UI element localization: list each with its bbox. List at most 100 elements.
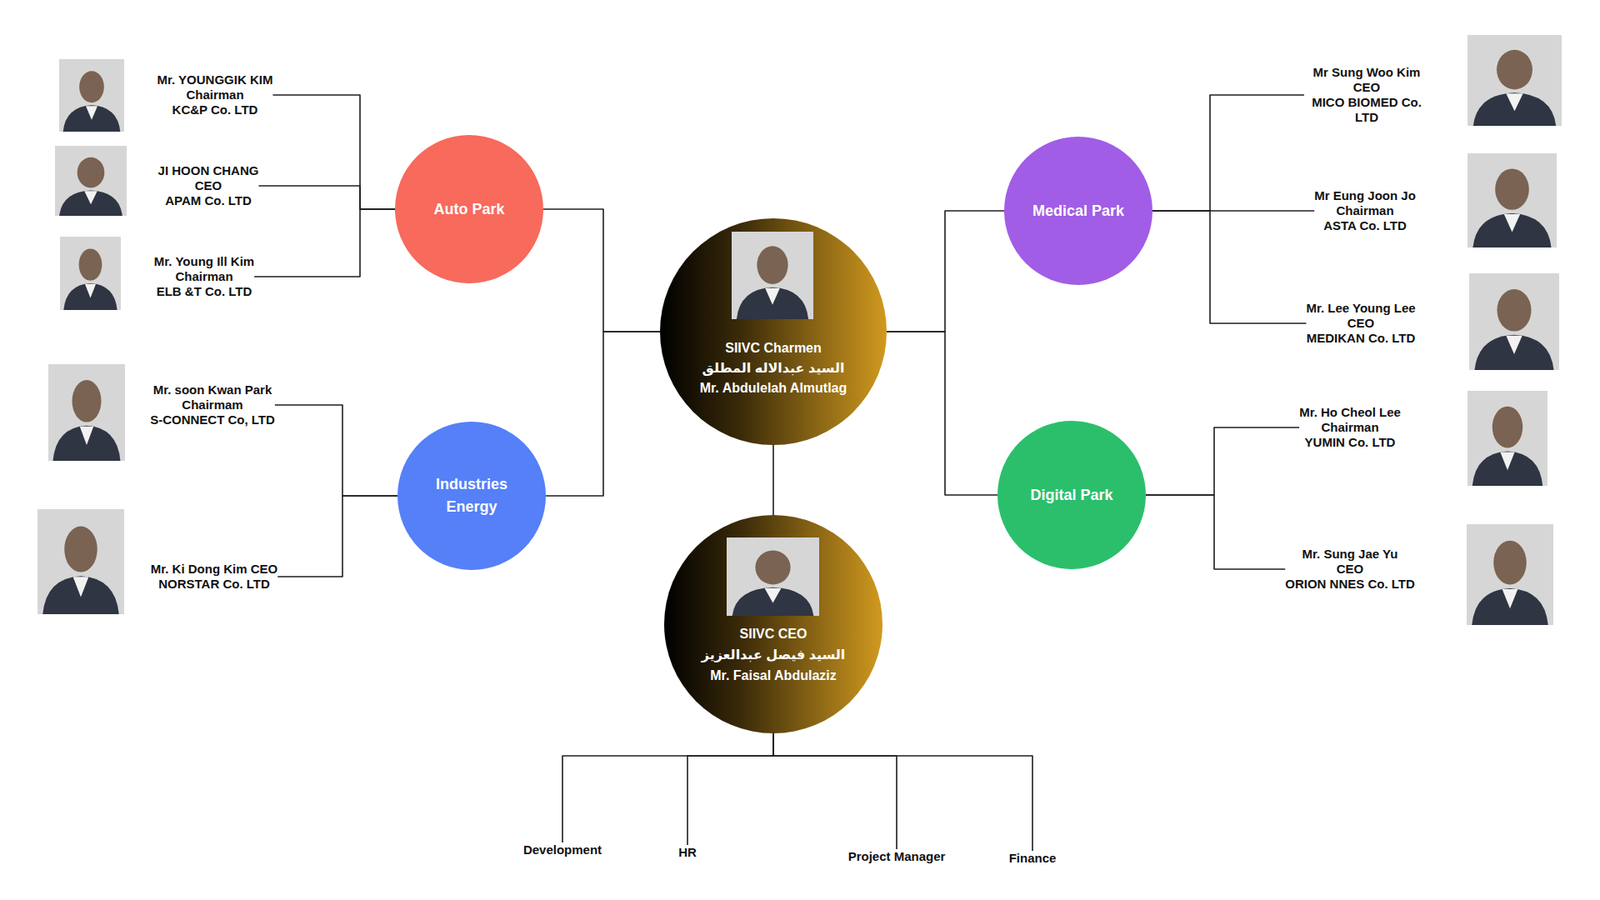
portrait-photo — [1466, 524, 1554, 625]
node-text: CEO — [158, 178, 260, 194]
node-text: Mr. Sung Jae Yu — [1285, 546, 1415, 562]
person-label: Mr. Young Ill KimChairmanELB &T Co. LTD — [154, 254, 255, 300]
node-text: APAM Co. LTD — [158, 193, 260, 209]
node-text: Mr. Young Ill Kim — [154, 254, 255, 270]
connector-line — [562, 733, 774, 843]
department-label: HR — [678, 845, 697, 860]
person-label: Mr. Ki Dong Kim CEONORSTAR Co. LTD — [150, 561, 279, 592]
connector-line — [543, 209, 660, 332]
park-circle: Digital Park — [997, 420, 1146, 570]
node-text: CEO — [1305, 315, 1415, 331]
connector-line — [1152, 210, 1306, 324]
portrait-photo — [726, 537, 820, 616]
connector-line — [1145, 495, 1285, 570]
node-text: Mr Eung Joon Jo — [1314, 188, 1416, 204]
node-text: السيد عبدالاله المطلق — [701, 358, 845, 379]
circle-fill — [1004, 136, 1153, 285]
person-label: Mr Eung Joon JoChairmanASTA Co. LTD — [1314, 188, 1416, 234]
node-text: KC&P Co. LTD — [157, 102, 274, 118]
circle-outline — [664, 515, 883, 734]
leader-circle: SIIVC CEOالسيد فيصل عبدالعزيزMr. Faisal … — [664, 515, 883, 734]
department-label: Project Manager — [848, 849, 946, 865]
node-text: ORION NNES Co. LTD — [1285, 576, 1415, 592]
portrait-photo — [60, 236, 121, 310]
connector-line — [687, 733, 774, 845]
node-text: JI HOON CHANG — [158, 163, 260, 179]
connector-line — [254, 209, 395, 277]
circle-fill — [397, 421, 546, 570]
leader-circle: SIIVC Charmenالسيد عبدالاله المطلقMr. Ab… — [660, 218, 887, 445]
node-text: CEO — [1304, 80, 1430, 95]
portrait-photo — [1469, 273, 1560, 370]
connector-line — [1145, 427, 1300, 495]
department-label: Development — [523, 842, 602, 858]
connector-line — [886, 331, 998, 495]
portrait-photo — [59, 59, 125, 132]
person-label: JI HOON CHANGCEOAPAM Co. LTD — [158, 163, 260, 209]
node-text: ELB &T Co. LTD — [154, 284, 255, 300]
connector-line — [773, 733, 897, 850]
node-text: Mr. Lee Young Lee — [1305, 300, 1415, 316]
portrait-photo — [55, 145, 127, 216]
node-text: SIIVC CEO — [740, 623, 808, 645]
node-text: MEDIKAN Co. LTD — [1305, 330, 1415, 346]
park-circle: Auto Park — [395, 135, 544, 284]
node-text: NORSTAR Co. LTD — [150, 576, 279, 592]
node-text: Finance — [1009, 850, 1057, 866]
circle-fill — [395, 135, 544, 284]
person-label: Mr. YOUNGGIK KIMChairmanKC&P Co. LTD — [157, 72, 274, 118]
node-text: Chairman — [154, 269, 255, 285]
node-text: Chairmam — [150, 397, 275, 413]
portrait-photo — [731, 231, 814, 320]
circle-outline — [397, 421, 546, 570]
connector-line — [272, 95, 395, 210]
connector-line — [1152, 95, 1305, 211]
node-text: MICO BIOMED Co. LTD — [1304, 95, 1430, 125]
connector-line — [275, 405, 398, 496]
node-text: Chairman — [1299, 420, 1401, 435]
node-text: Mr Sung Woo Kim — [1304, 65, 1430, 80]
circle-outline — [660, 218, 887, 445]
person-label: Mr Sung Woo KimCEOMICO BIOMED Co. LTD — [1304, 65, 1430, 125]
node-text: Auto Park — [433, 198, 505, 221]
node-text: Mr. YOUNGGIK KIM — [157, 72, 274, 88]
node-text: السيد فيصل عبدالعزيز — [701, 644, 846, 665]
node-text: Project Manager — [848, 849, 946, 865]
node-text: Mr. Faisal Abdulaziz — [710, 665, 836, 686]
node-text: Medical Park — [1032, 200, 1125, 223]
node-text: Mr. Abdulelah Almutlag — [700, 378, 848, 399]
person-label: Mr. Ho Cheol LeeChairmanYUMIN Co. LTD — [1299, 405, 1401, 450]
connector-line — [545, 331, 660, 496]
person-label: Mr. Sung Jae YuCEOORION NNES Co. LTD — [1285, 546, 1415, 592]
person-label: Mr. soon Kwan ParkChairmamS-CONNECT Co, … — [150, 382, 275, 428]
park-circle: Industries Energy — [397, 421, 546, 570]
circle-fill — [664, 515, 883, 734]
circle-fill — [997, 420, 1146, 570]
node-text: HR — [678, 845, 697, 860]
node-text: Industries Energy — [425, 473, 518, 519]
connector-line — [886, 210, 1005, 332]
connector-line — [773, 733, 1033, 851]
person-label: Mr. Lee Young LeeCEOMEDIKAN Co. LTD — [1305, 300, 1415, 346]
portrait-photo — [48, 364, 125, 461]
connector-line — [277, 495, 398, 577]
node-text: Mr. Ho Cheol Lee — [1299, 405, 1401, 420]
node-text: Mr. Ki Dong Kim CEO — [150, 561, 279, 577]
node-text: Digital Park — [1030, 484, 1113, 507]
portrait-photo — [1467, 35, 1562, 126]
park-circle: Medical Park — [1004, 136, 1153, 285]
node-text: Chairman — [157, 87, 274, 103]
connector-line — [258, 185, 395, 210]
portrait-photo — [1467, 390, 1548, 486]
node-text: Chairman — [1314, 203, 1416, 219]
department-label: Finance — [1009, 850, 1057, 866]
node-text: SIIVC Charmen — [725, 338, 822, 359]
node-text: YUMIN Co. LTD — [1299, 435, 1401, 450]
portrait-photo — [37, 509, 125, 615]
circle-fill — [660, 218, 887, 445]
node-text: ASTA Co. LTD — [1314, 218, 1416, 234]
node-text: Mr. soon Kwan Park — [150, 382, 275, 398]
node-text: Development — [523, 842, 602, 858]
